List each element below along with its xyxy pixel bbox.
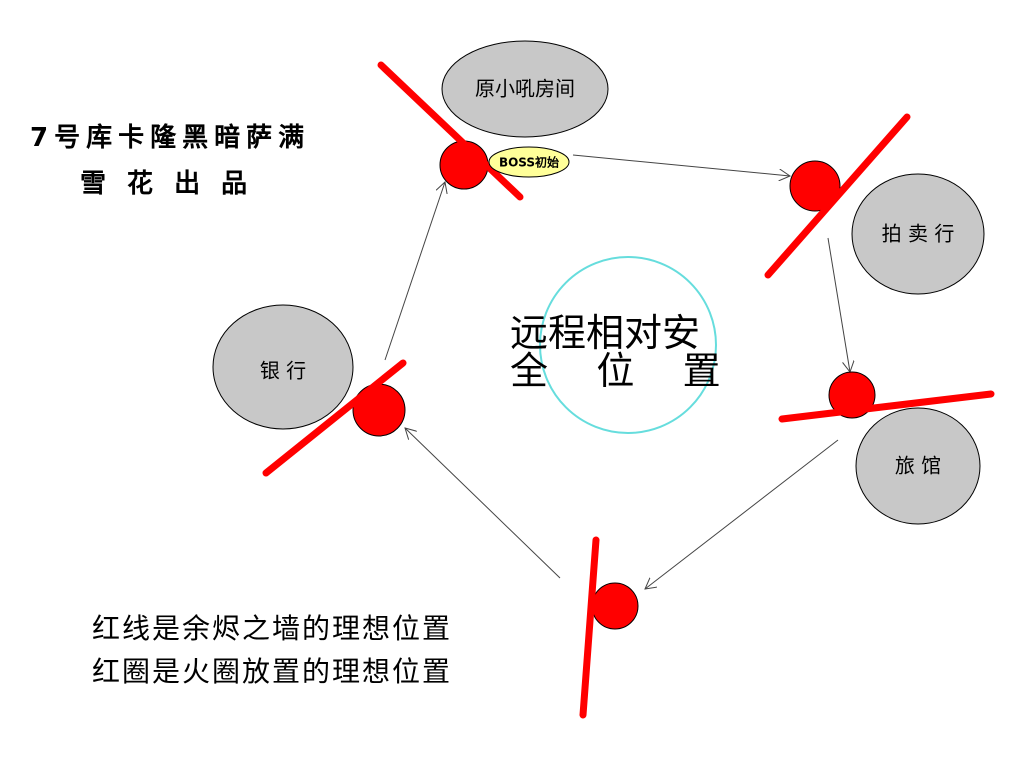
note-circle-meaning: 红圈是火圈放置的理想位置 (92, 655, 453, 688)
center-text-line-2: 全 位 置 (510, 349, 721, 393)
note-wall-meaning: 红线是余烬之墙的理想位置 (92, 612, 453, 645)
fire-circle-auction (789, 160, 841, 212)
zone-auction-label: 拍 卖 行 (882, 222, 955, 246)
ember-wall-inn (778, 390, 995, 423)
ember-wall-south (579, 536, 600, 719)
fire-circle-bank (352, 383, 406, 437)
ember-wall-bank (262, 359, 407, 477)
zone-bank: 银 行 (212, 304, 354, 430)
center-text-line-1: 远程相对安 (510, 311, 701, 355)
boss-start-label: BOSS初始 (499, 155, 559, 170)
arrow-bank-to-start (384, 182, 445, 361)
credit-line-2: 雪 花 出 品 (80, 169, 254, 199)
boss-start-badge: BOSS初始 (488, 146, 570, 178)
fire-circle-south (591, 582, 639, 630)
arrow-auction-to-inn (827, 237, 850, 372)
zone-bank-label: 银 行 (260, 359, 306, 383)
zone-start-room: 原小吼房间 (441, 40, 609, 138)
zone-inn-label: 旅 馆 (895, 454, 941, 478)
zone-start-room-label: 原小吼房间 (475, 77, 575, 101)
zone-inn: 旅 馆 (855, 407, 981, 525)
ember-wall-auction (764, 113, 911, 279)
zone-auction: 拍 卖 行 (851, 173, 985, 295)
arrow-start-to-auction (572, 154, 790, 176)
center-safe-circle (539, 256, 717, 434)
credit-line-1: 7号库卡隆黑暗萨满 (30, 123, 311, 153)
arrow-south-to-bank (405, 428, 561, 579)
ember-wall-start (377, 61, 524, 201)
arrow-inn-to-south (645, 439, 839, 589)
